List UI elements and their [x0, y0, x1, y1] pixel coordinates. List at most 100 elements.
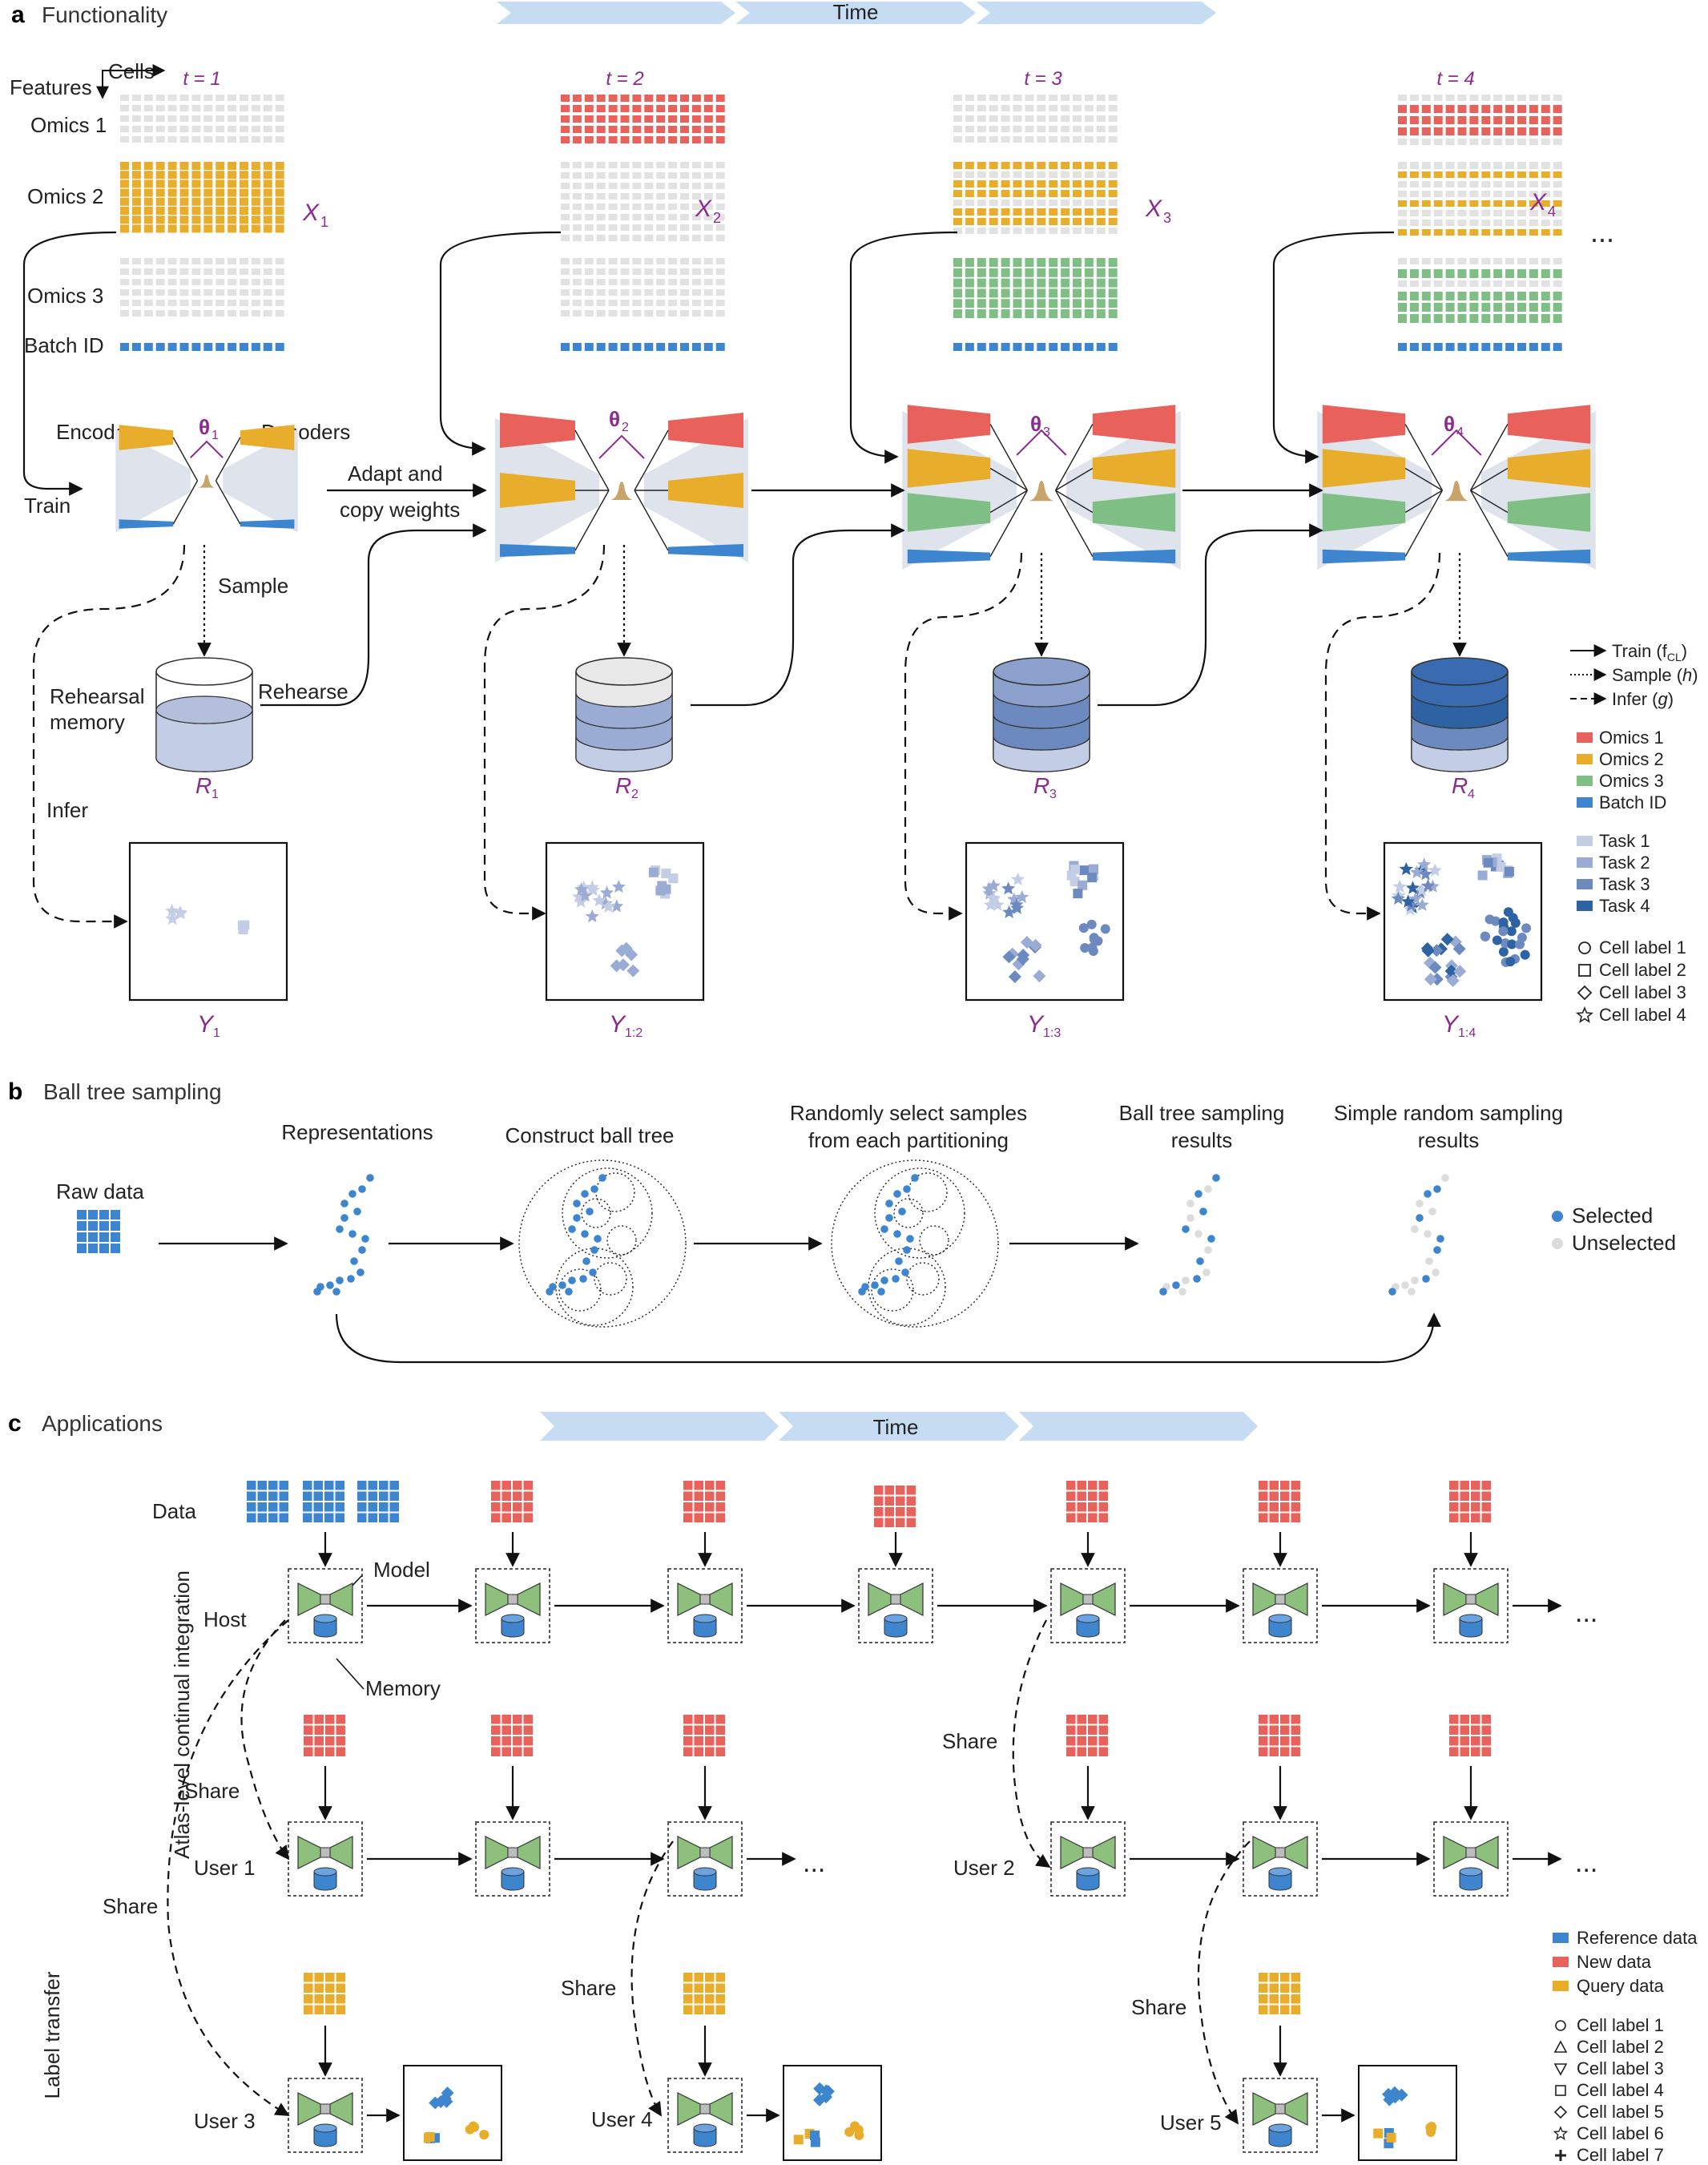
svg-text:R: R	[195, 773, 211, 798]
step-ball-tree: Construct ball tree	[506, 1123, 675, 1147]
svg-text:2: 2	[713, 210, 721, 226]
legend-unselected: Unselected	[1572, 1231, 1676, 1255]
time-arrow-a: Time	[497, 0, 1216, 24]
svg-text:θ: θ	[609, 407, 620, 431]
panel-a: a Functionality Time Cells Features Omic…	[10, 0, 1698, 1040]
user-data-1-2	[1449, 1715, 1491, 1756]
user-model-1-0	[1050, 1821, 1126, 1897]
row-label-omics1: Omics 1	[30, 113, 107, 137]
timepoint-1: t = 1	[183, 68, 220, 90]
ball-tree-2	[831, 1159, 999, 1328]
svg-text:4: 4	[1468, 788, 1475, 801]
user-data-0-2	[683, 1715, 725, 1756]
model-group	[115, 405, 1596, 570]
data-label: Data	[152, 1499, 196, 1523]
legend-cell-label-c-7: Cell label 7	[1577, 2145, 1664, 2165]
host-label: Host	[203, 1607, 247, 1631]
share-label-4: Share	[942, 1729, 997, 1753]
share-label-5: Share	[1131, 1995, 1186, 2019]
ellipsis-host: ...	[1575, 1598, 1597, 1628]
svg-text:θ: θ	[1444, 412, 1455, 436]
timepoint-3: t = 3	[1024, 68, 1062, 90]
panel-b: b Ball tree sampling Raw data Representa…	[8, 1078, 1676, 1364]
infer-label: Infer	[46, 798, 88, 822]
svg-text:1: 1	[211, 788, 219, 801]
svg-text:θ: θ	[1030, 412, 1041, 436]
query-data-3	[1259, 1973, 1300, 2014]
user-data-0-0	[304, 1715, 345, 1756]
legend-a: Train (fCL) Sample (h) Infer (g) Omics 1…	[1570, 641, 1698, 1025]
legend-cell-label-c-3: Cell label 3	[1577, 2058, 1664, 2078]
host-model-3	[667, 1568, 743, 1643]
points-srs-results	[1388, 1174, 1449, 1296]
data-new-5	[1259, 1481, 1300, 1522]
matrix-t3	[953, 95, 1118, 351]
legend-task1: Task 1	[1599, 831, 1650, 851]
step-raw-data: Raw data	[56, 1179, 144, 1203]
user5-label: User 5	[1160, 2111, 1222, 2135]
legend-sample: Sample (h)	[1612, 665, 1698, 685]
user3-label: User 3	[194, 2109, 256, 2133]
step-bt-results-1: Ball tree sampling	[1119, 1101, 1285, 1125]
svg-text:Y: Y	[1027, 1011, 1045, 1038]
matrix-t2	[561, 95, 725, 351]
data-ref-1	[247, 1481, 288, 1522]
ellipsis-a: ...	[1590, 216, 1614, 248]
host-model-6	[1243, 1568, 1318, 1643]
data-new-3	[874, 1486, 916, 1527]
user-model-0-2	[667, 1821, 743, 1897]
data-new-2	[683, 1481, 725, 1522]
svg-text:2: 2	[622, 421, 629, 434]
legend-infer: Infer (g)	[1612, 689, 1674, 709]
user-model-1-1	[1243, 1821, 1318, 1897]
rehearse-label: Rehearse	[258, 679, 348, 704]
time-label-a: Time	[833, 0, 879, 24]
ball-tree-panels	[313, 1159, 1449, 1328]
side-label-transfer: Label transfer	[40, 1971, 64, 2098]
matrix-t1	[120, 95, 284, 351]
legend-cell1: Cell label 1	[1599, 937, 1686, 958]
panel-a-letter: a	[11, 2, 25, 28]
user-model-0-0	[288, 1821, 363, 1897]
row-label-batch: Batch ID	[24, 333, 104, 357]
legend-task3: Task 3	[1599, 874, 1650, 894]
panel-a-title: Functionality	[42, 2, 167, 27]
svg-text:4: 4	[1548, 204, 1556, 220]
legend-omics3: Omics 3	[1599, 771, 1664, 791]
embedding-y12	[545, 841, 705, 1002]
model-1	[115, 425, 298, 533]
points-ball-tree	[546, 1174, 606, 1296]
time-arrow-c: Time	[540, 1412, 1258, 1441]
train-arrows	[22, 231, 1395, 707]
ellipsis-user1: ...	[803, 1848, 825, 1878]
step-representations: Representations	[281, 1120, 433, 1144]
legend-task2: Task 2	[1599, 853, 1650, 873]
model-3	[902, 405, 1181, 570]
points-representations	[313, 1174, 374, 1296]
transfer-model-2	[667, 2078, 743, 2153]
data-new-1	[491, 1481, 533, 1522]
svg-text:3: 3	[1049, 788, 1057, 801]
user-data-1-0	[1066, 1715, 1108, 1756]
train-label: Train	[24, 494, 70, 518]
share-arrows	[167, 1619, 1251, 2125]
svg-text:X: X	[695, 196, 712, 222]
model-label: Model	[373, 1558, 430, 1582]
user2-label: User 2	[953, 1856, 1015, 1880]
legend-c: Reference data New data Query data Cell …	[1553, 1928, 1698, 2165]
transfer-plot-2	[783, 2065, 882, 2161]
legend-task4: Task 4	[1599, 896, 1650, 916]
transfer-model-3	[1243, 2078, 1318, 2153]
data-ref-3	[357, 1481, 399, 1522]
svg-text:1:3: 1:3	[1043, 1026, 1061, 1040]
svg-text:X: X	[1529, 189, 1547, 216]
